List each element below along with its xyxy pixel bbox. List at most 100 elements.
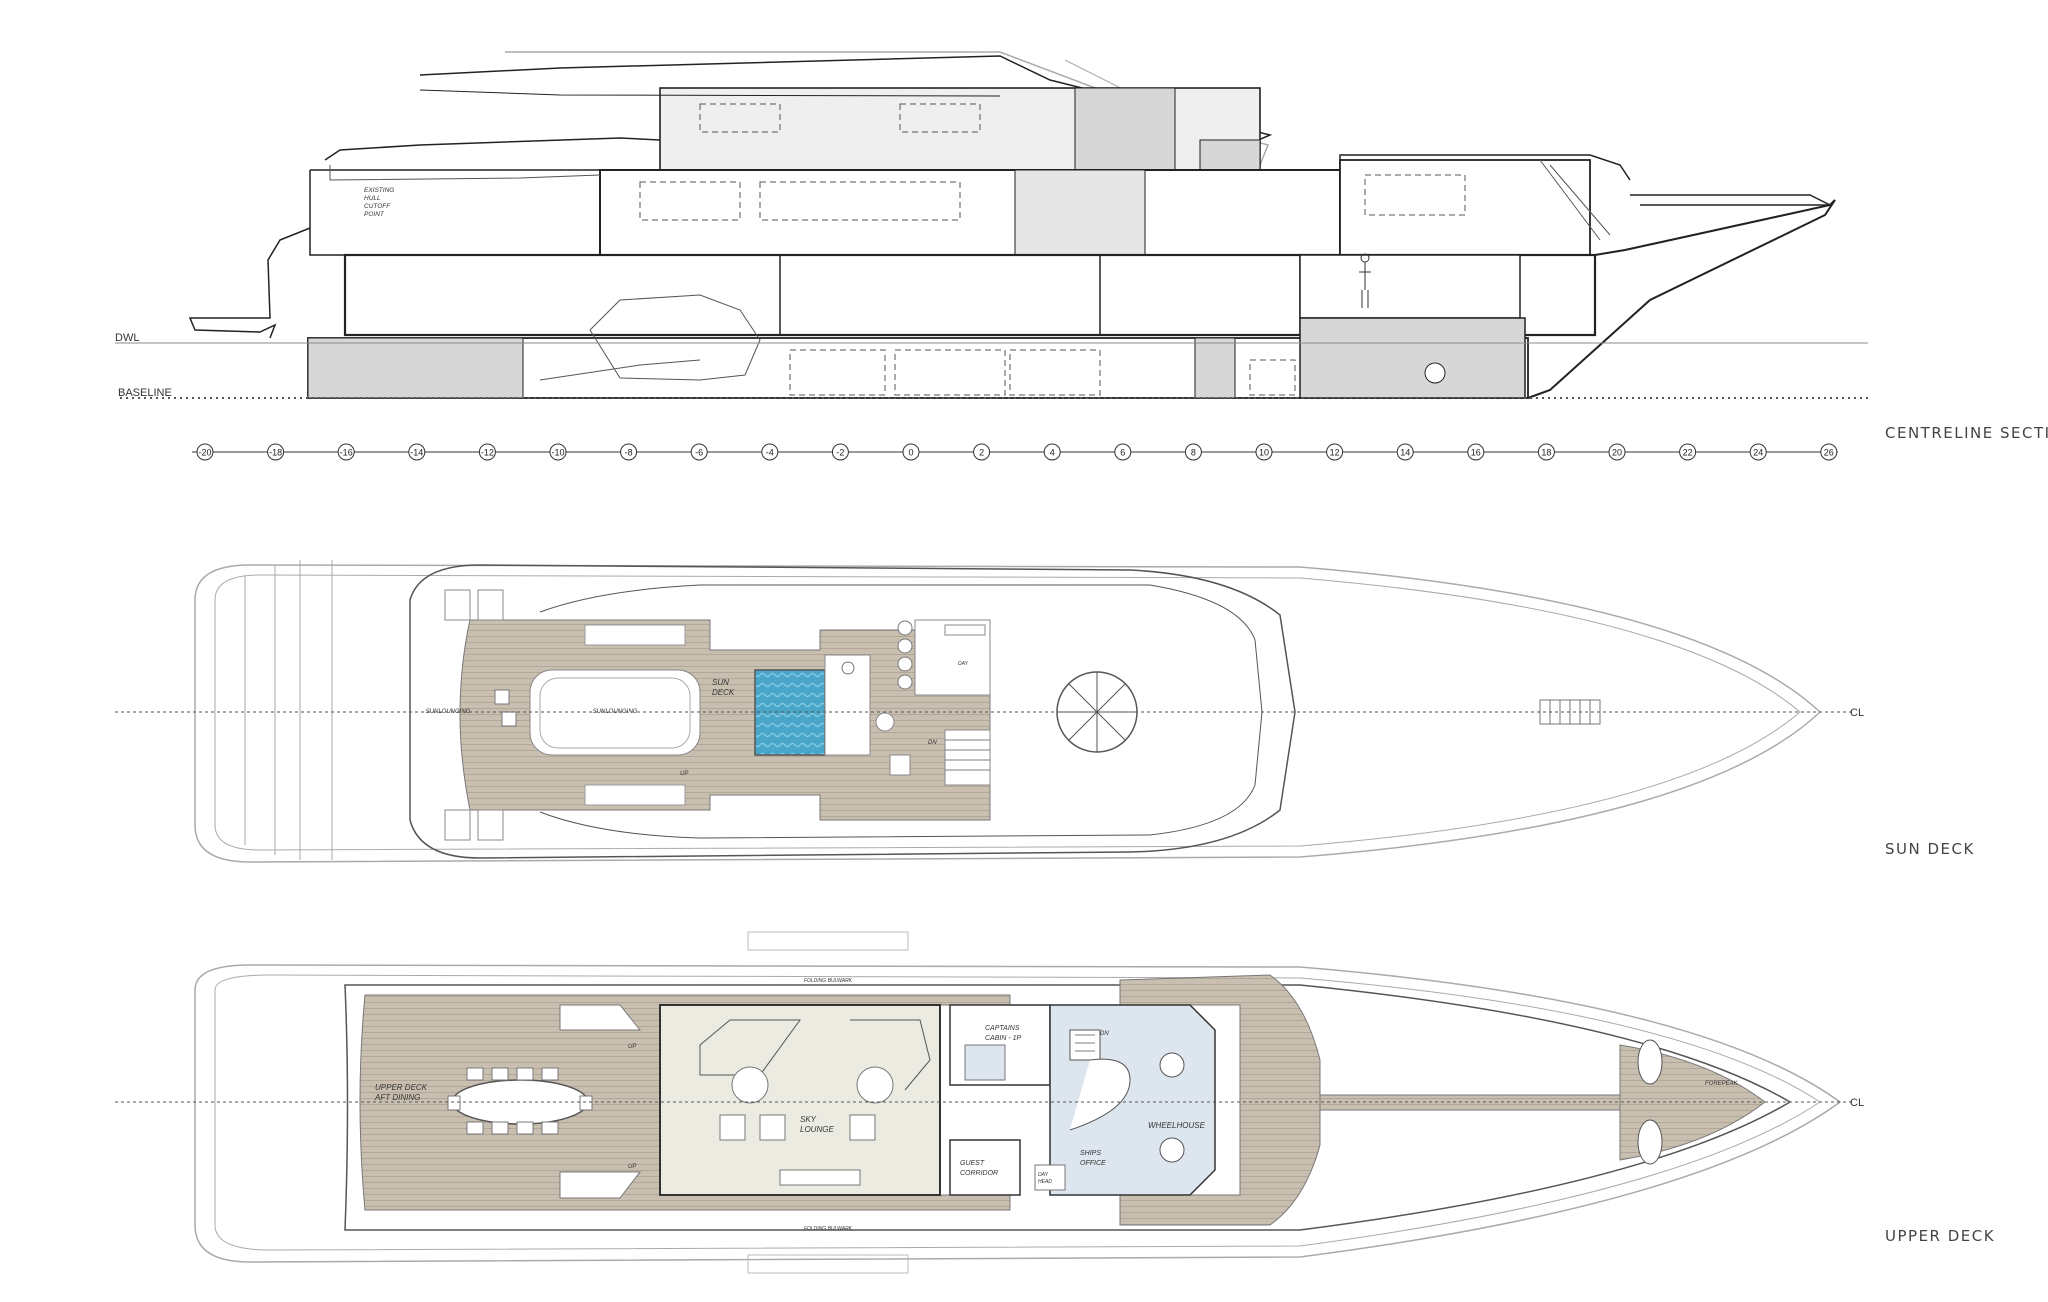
frame-marker xyxy=(1396,443,1414,461)
svg-text:OFFICE: OFFICE xyxy=(1080,1160,1106,1167)
frame-number: 12 xyxy=(1330,448,1340,458)
svg-text:LOUNGE: LOUNGE xyxy=(800,1125,834,1134)
frame-number: -20 xyxy=(198,448,211,458)
folding-bulwark-label: FOLDING BULWARK xyxy=(804,1226,853,1232)
sun-deck-plan: SUNLOUNGING SUNLOUNGING SUN DECK DAY xyxy=(115,560,1864,863)
svg-text:GUEST: GUEST xyxy=(960,1160,985,1167)
frame-marker xyxy=(1043,443,1061,461)
svg-text:SUN: SUN xyxy=(712,678,729,687)
up-mark: UP xyxy=(628,1164,636,1170)
frame-number: -18 xyxy=(269,448,282,458)
baseline-label: BASELINE xyxy=(118,387,172,399)
ships-office-label: SHIPS OFFICE xyxy=(1080,1150,1106,1167)
frame-number: -12 xyxy=(481,448,494,458)
wheelhouse-label: WHEELHOUSE xyxy=(1148,1121,1206,1130)
dn-mark: DN xyxy=(928,740,937,746)
dining-chair xyxy=(579,1095,593,1111)
dining-chairs xyxy=(447,1067,593,1135)
up-mark: UP xyxy=(628,1044,636,1050)
sunlounger-label: SUNLOUNGING xyxy=(426,709,471,715)
hull-cutoff-note: EXISTING HULL CUTOFF POINT xyxy=(364,187,394,218)
svg-text:SKY: SKY xyxy=(800,1115,817,1124)
frame-marker xyxy=(1679,443,1697,461)
frame-marker xyxy=(267,443,285,461)
frame-marker xyxy=(620,443,638,461)
upper-deck-plan: FOLDING BULWARK FOLDING BULWARK UPPER DE… xyxy=(115,931,1864,1274)
frame-marker xyxy=(1326,443,1344,461)
frame-marker xyxy=(1749,443,1767,461)
frame-number: 2 xyxy=(979,448,984,458)
dining-chair xyxy=(541,1067,559,1081)
sun-deck-title: SUN DECK xyxy=(1885,840,1975,858)
dn-mark: DN xyxy=(1100,1031,1109,1037)
day-label: DAY xyxy=(958,661,969,667)
frame-marker xyxy=(1114,443,1132,461)
svg-text:POINT: POINT xyxy=(364,211,385,218)
frame-number: -10 xyxy=(551,448,564,458)
dining-chair xyxy=(447,1095,461,1111)
svg-text:DAY: DAY xyxy=(1038,1172,1049,1178)
svg-text:CABIN - 1P: CABIN - 1P xyxy=(985,1035,1022,1042)
dwl-label: DWL xyxy=(115,332,139,344)
frame-number: 20 xyxy=(1612,448,1622,458)
dining-chair xyxy=(491,1121,509,1135)
frame-marker xyxy=(478,443,496,461)
frame-marker xyxy=(196,443,214,461)
frame-number: 24 xyxy=(1753,448,1763,458)
dining-chair xyxy=(491,1067,509,1081)
frame-number: -14 xyxy=(410,448,423,458)
dining-chair xyxy=(541,1121,559,1135)
centreline-mark: CL xyxy=(1850,707,1864,719)
frame-number: 18 xyxy=(1541,448,1551,458)
svg-text:HEAD: HEAD xyxy=(1038,1179,1052,1185)
frame-number: -8 xyxy=(625,448,633,458)
sun-deck-label: SUN DECK xyxy=(712,678,735,697)
centreline-mark: CL xyxy=(1850,1097,1864,1109)
svg-text:HULL: HULL xyxy=(364,195,381,202)
sky-lounge-label: SKY LOUNGE xyxy=(800,1115,834,1134)
up-mark: UP xyxy=(680,771,688,777)
centreline-section-title: CENTRELINE SECTION xyxy=(1885,424,2048,442)
svg-text:AFT DINING: AFT DINING xyxy=(374,1093,420,1102)
frame-number: 8 xyxy=(1191,448,1196,458)
svg-text:EXISTING: EXISTING xyxy=(364,187,394,194)
svg-text:CAPTAINS: CAPTAINS xyxy=(985,1025,1020,1032)
dining-chair xyxy=(466,1121,484,1135)
frame-number: -16 xyxy=(340,448,353,458)
frame-number: -2 xyxy=(836,448,844,458)
frame-marker xyxy=(337,443,355,461)
frame-marker xyxy=(973,443,991,461)
frame-marker xyxy=(1537,443,1555,461)
svg-text:SHIPS: SHIPS xyxy=(1080,1150,1101,1157)
frame-number: -6 xyxy=(695,448,703,458)
frame-number: 22 xyxy=(1683,448,1693,458)
captains-cabin-label: CAPTAINS CABIN - 1P xyxy=(985,1025,1022,1042)
frame-marker xyxy=(1467,443,1485,461)
frame-marker xyxy=(831,443,849,461)
centreline-section: DWL BASELINE EXISTING HULL CUTOFF POINT … xyxy=(115,51,1868,461)
frame-marker xyxy=(761,443,779,461)
frame-marker xyxy=(1184,443,1202,461)
frame-number: 26 xyxy=(1824,448,1834,458)
frame-marker xyxy=(902,443,920,461)
aft-dining-label: UPPER DECK AFT DINING xyxy=(374,1083,428,1102)
svg-text:CORRIDOR: CORRIDOR xyxy=(960,1170,998,1177)
frame-marker xyxy=(408,443,426,461)
svg-text:CUTOFF: CUTOFF xyxy=(364,203,391,210)
frame-number: -4 xyxy=(766,448,774,458)
upper-deck-title: UPPER DECK xyxy=(1885,1227,1996,1245)
frame-number: 10 xyxy=(1259,448,1269,458)
frame-number: 4 xyxy=(1050,448,1055,458)
day-head-label: DAY HEAD xyxy=(1038,1172,1052,1185)
dining-chair xyxy=(516,1067,534,1081)
forepeak-label: FOREPEAK xyxy=(1705,1081,1739,1087)
frame-number: 6 xyxy=(1120,448,1125,458)
frame-marker xyxy=(690,443,708,461)
frame-marker xyxy=(1255,443,1273,461)
folding-bulwark-label: FOLDING BULWARK xyxy=(804,978,853,984)
frame-number: 14 xyxy=(1400,448,1410,458)
dining-chair xyxy=(516,1121,534,1135)
guest-corridor-label: GUEST CORRIDOR xyxy=(960,1160,998,1177)
